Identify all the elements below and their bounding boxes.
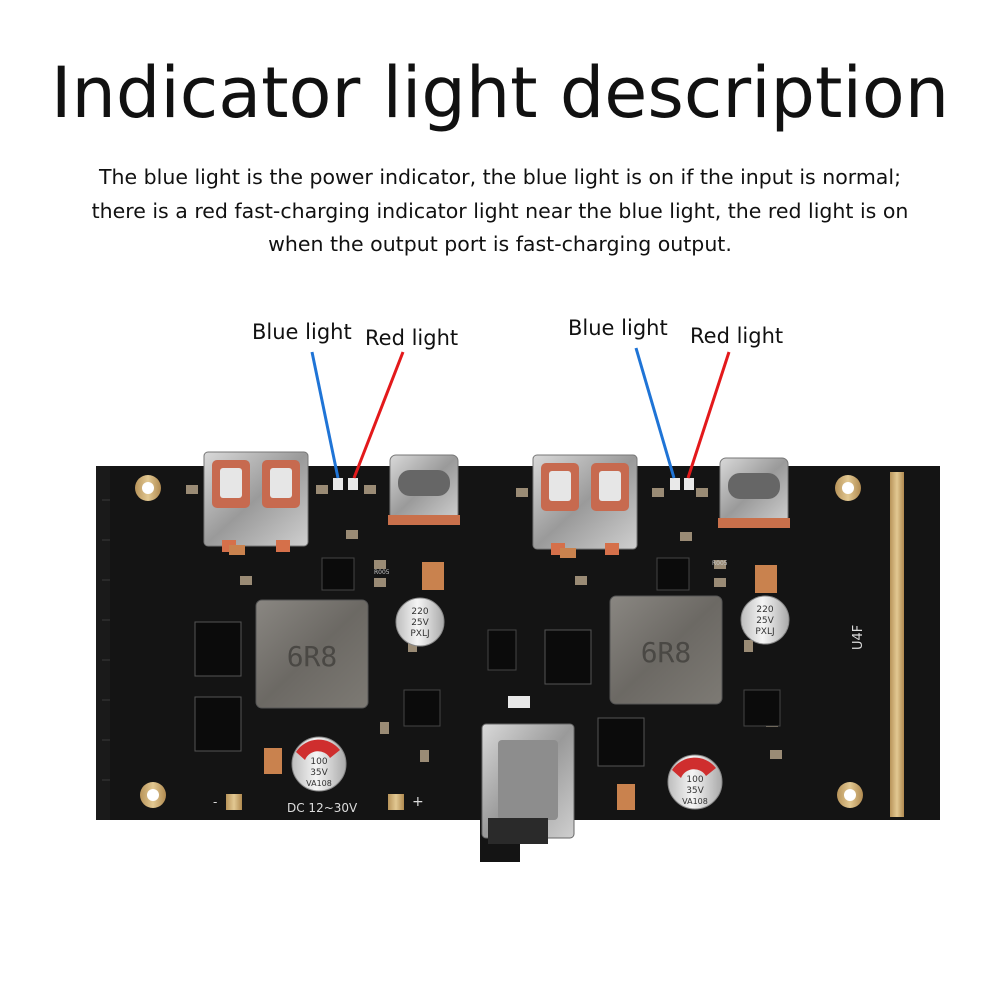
callout-red-light-left: Red light — [365, 326, 459, 350]
svg-text:VA108: VA108 — [306, 779, 332, 788]
svg-text:25V: 25V — [756, 616, 774, 626]
description-line-3: when the output port is fast-charging ou… — [268, 232, 732, 256]
inductor-marking: 6R8 — [641, 636, 692, 669]
inductor-right: 6R8 — [609, 595, 723, 705]
svg-text:VA108: VA108 — [682, 797, 708, 806]
mounting-hole — [835, 475, 861, 501]
svg-text:35V: 35V — [310, 768, 328, 778]
resistor-marking: R005 — [712, 560, 728, 567]
page-title: Indicator light description — [50, 52, 950, 134]
callout-red-light-right: Red light — [690, 324, 784, 348]
svg-text:100: 100 — [310, 757, 327, 767]
svg-text:35V: 35V — [686, 786, 704, 796]
led-red-right — [684, 478, 694, 490]
mounting-hole — [135, 475, 161, 501]
svg-text:100: 100 — [686, 775, 703, 785]
usb-c-connector-left — [388, 454, 460, 525]
edge-pad-right — [890, 472, 904, 817]
minus-label: - — [213, 795, 217, 809]
capacitor-top-left: 220 25V PXLJ — [395, 597, 445, 647]
capacitor-bottom-right: 100 35V VA108 — [667, 754, 723, 810]
inductor-marking: 6R8 — [287, 640, 338, 673]
svg-text:220: 220 — [756, 605, 773, 615]
resistor-marking: R005 — [374, 569, 390, 576]
usb-c-connector-right — [718, 457, 790, 528]
callout-line-red-right — [686, 351, 731, 479]
description-line-1: The blue light is the power indicator, t… — [99, 165, 901, 189]
input-voltage-label: DC 12~30V — [287, 801, 358, 815]
mounting-hole — [140, 782, 166, 808]
inductor-left: 6R8 — [255, 599, 369, 709]
callout-line-red-left — [352, 351, 405, 479]
usb-a-connector-right — [532, 454, 638, 555]
led-blue-right — [670, 478, 680, 490]
callout-blue-light-right: Blue light — [568, 316, 668, 340]
svg-text:25V: 25V — [411, 618, 429, 628]
input-pad-plus — [388, 794, 404, 810]
input-pad-minus — [226, 794, 242, 810]
mounting-hole — [837, 782, 863, 808]
svg-text:PXLJ: PXLJ — [755, 627, 774, 637]
callout-line-blue-left — [310, 351, 340, 479]
capacitor-top-right: 220 25V PXLJ — [740, 595, 790, 645]
led-blue-left — [333, 478, 343, 490]
led-red-left — [348, 478, 358, 490]
capacitor-bottom-left: 100 35V VA108 — [291, 736, 347, 792]
usb-c-input-connector — [481, 723, 575, 844]
usb-a-connector-left — [203, 451, 309, 552]
svg-text:220: 220 — [411, 607, 428, 617]
description-line-2: there is a red fast-charging indicator l… — [91, 199, 909, 223]
svg-text:PXLJ: PXLJ — [410, 629, 429, 639]
callout-blue-light-left: Blue light — [252, 320, 352, 344]
board-id-label: U4F — [851, 625, 866, 650]
plus-label: + — [412, 794, 424, 810]
callout-line-blue-right — [634, 347, 676, 479]
